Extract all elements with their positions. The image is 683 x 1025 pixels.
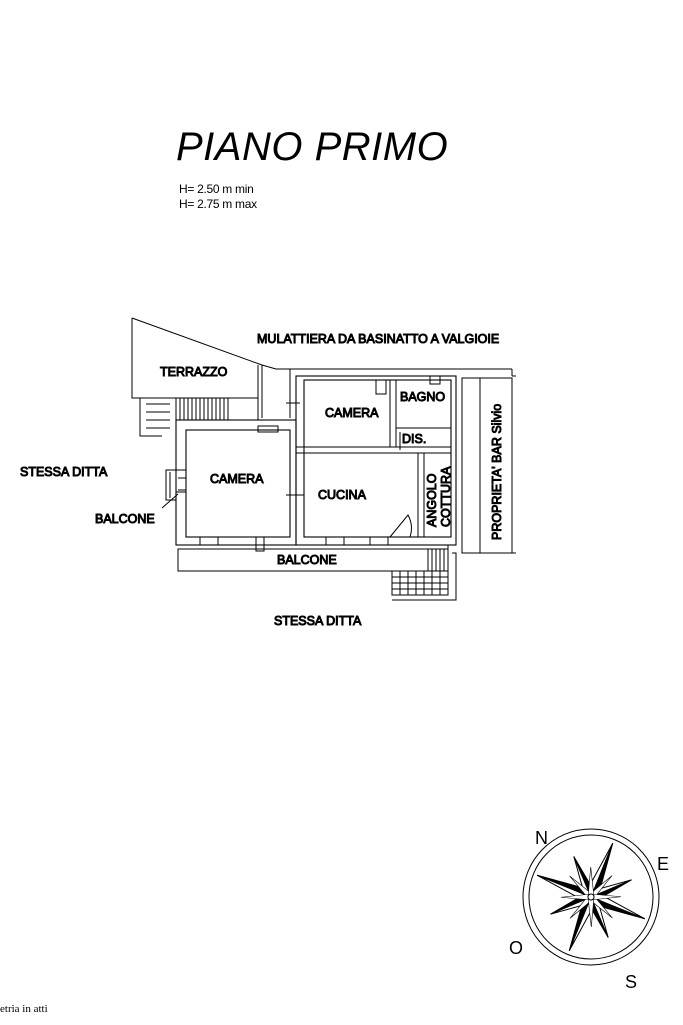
south-stairs [391,548,457,601]
compass-star-icon [522,828,660,966]
doors [258,402,412,538]
height-min: H= 2.50 m min [179,182,254,196]
compass-rose: N E S O [509,828,669,992]
kitchenette-label-line1: ANGOLO [425,473,439,527]
terrace-label: TERRAZZO [160,365,228,379]
balcony-south-label: BALCONE [277,553,337,567]
bedroom-top-label: CAMERA [325,406,379,420]
compass-east-label: E [657,854,669,874]
bathroom-label: BAGNO [400,390,445,404]
ceiling-heights: H= 2.50 m min H= 2.75 m max [179,182,257,212]
page-title: PIANO PRIMO [176,125,449,169]
balcony-west-label: BALCONE [95,512,155,526]
interior-walls [296,380,451,537]
kitchen-label: CUCINA [318,488,367,502]
west-balcony-outline [161,469,186,509]
compass-west-label: O [509,938,523,958]
terrace-stairs [146,397,259,429]
same-owner-west-label: STESSA DITTA [20,465,108,479]
footer-note: etria in atti [0,1003,48,1015]
road-edge [289,368,513,418]
corridor-label: DIS. [402,432,426,446]
neighbor-property-outline [461,375,516,554]
compass-south-label: S [625,972,637,992]
height-max: H= 2.75 m max [179,197,257,211]
neighbor-property-label: PROPRIETA' BAR Silvio [490,404,504,540]
same-owner-south-label: STESSA DITTA [274,614,362,628]
compass-north-label: N [535,828,548,848]
kitchenette-label-line2: COTTURA [439,466,453,527]
road-label: MULATTIERA DA BASINATTO A VALGIOIE [257,332,499,346]
bedroom-left-label: CAMERA [210,472,264,486]
